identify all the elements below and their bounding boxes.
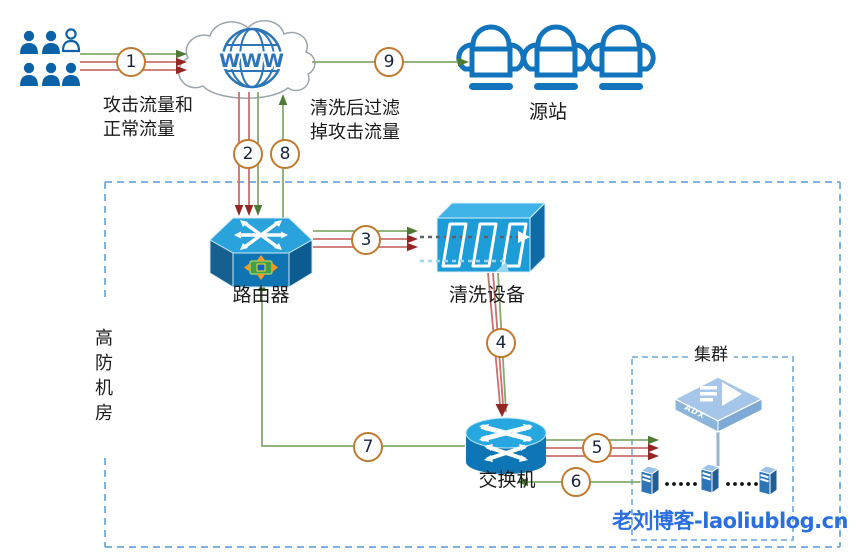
internet-cloud-icon: WWW [178, 19, 316, 99]
cleaned-traffic-line1: 清洗后过滤 [310, 98, 400, 119]
www-label: WWW [219, 50, 285, 72]
switch-label: 交换机 [478, 469, 536, 491]
step-badge-4: 4 [486, 328, 516, 358]
step-badge-2: 2 [233, 139, 263, 169]
incoming-traffic-line1: 攻击流量和 [103, 95, 193, 116]
step-badge-5: 5 [582, 433, 612, 463]
load-balancer-icon: ADX [673, 376, 764, 466]
incoming-traffic-annotation: 攻击流量和正常流量 [103, 94, 193, 142]
step-badge-8: 8 [270, 139, 300, 169]
cleaned-traffic-annotation: 清洗后过滤掉攻击流量 [310, 97, 400, 145]
cluster-label: 集群 [688, 340, 734, 365]
step-badge-1: 1 [116, 47, 146, 77]
step-badge-6: 6 [561, 467, 591, 497]
datacenter-dashed-box [104, 181, 841, 548]
origin-site-icons [459, 27, 653, 90]
incoming-traffic-line2: 正常流量 [103, 119, 175, 140]
cleaned-traffic-line2: 掉攻击流量 [310, 122, 400, 143]
watermark: 老刘博客-laoliublog.cn [612, 509, 848, 533]
origin-site-label: 源站 [528, 101, 568, 123]
router-icon [209, 217, 313, 288]
datacenter-label: 高防机房 [92, 328, 113, 428]
router-emblem-icon [244, 255, 278, 280]
ellipsis-dots [665, 482, 758, 486]
router-label: 路由器 [232, 284, 290, 306]
cleaning-device-label: 清洗设备 [448, 284, 526, 306]
cleaning-device-icon [420, 201, 547, 274]
switch-icon [465, 417, 547, 474]
users-group-icon [20, 28, 81, 86]
globe-icon [221, 27, 283, 89]
cluster-server-icons [640, 463, 778, 496]
step-badge-3: 3 [351, 225, 381, 255]
step-badge-7: 7 [353, 432, 383, 462]
step-badge-9: 9 [374, 47, 404, 77]
